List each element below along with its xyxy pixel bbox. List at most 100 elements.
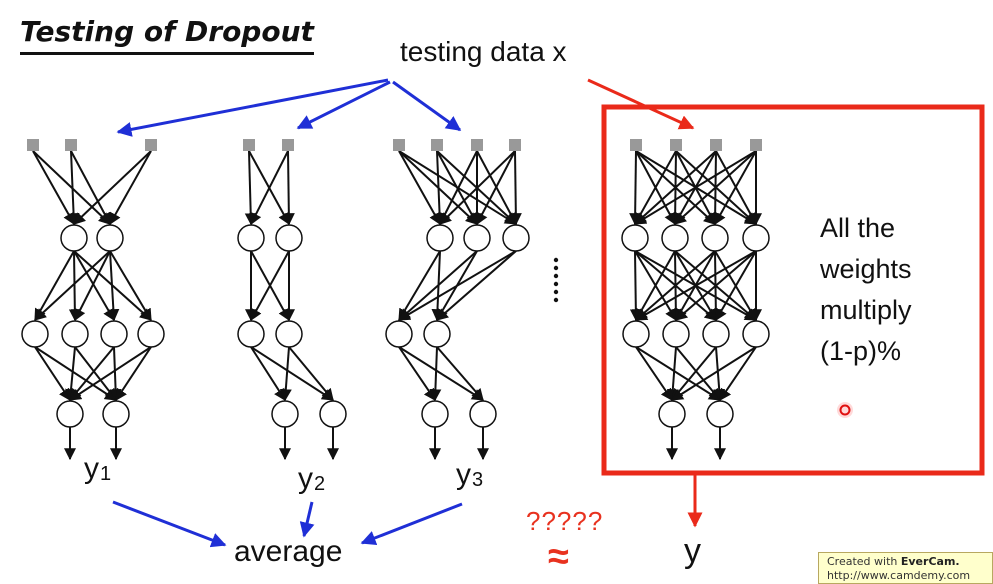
weight-edge <box>109 250 152 322</box>
weight-edge <box>115 346 152 402</box>
neuron <box>61 320 89 348</box>
ellipsis-dots <box>553 257 559 303</box>
weight-edge <box>109 150 152 226</box>
thinned-network-2 <box>237 139 347 461</box>
weight-edge <box>279 346 292 402</box>
weight-edge <box>635 346 722 401</box>
weight-edge <box>397 250 517 321</box>
thinned-network-1 <box>21 139 165 461</box>
data-to-net1-arrow <box>116 78 389 137</box>
weight-edge <box>107 250 120 322</box>
neuron <box>426 224 454 252</box>
weight-edge <box>34 250 75 322</box>
question-marks: ????? <box>526 506 604 536</box>
neuron <box>237 320 265 348</box>
neuron <box>271 400 299 428</box>
output-y2-label: y2 <box>298 462 326 495</box>
weight-edge <box>34 346 118 401</box>
neuron <box>21 320 49 348</box>
evercam-watermark: Created with EverCam. http://www.camdemy… <box>818 552 993 584</box>
weight-edge <box>633 150 757 225</box>
laser-pointer-dot <box>837 402 853 418</box>
weight-edge <box>34 250 111 321</box>
weight-edge <box>439 150 516 225</box>
weight-edge <box>109 346 122 402</box>
weight-edge <box>666 346 679 402</box>
weight-edge <box>398 346 485 401</box>
neuron <box>658 400 686 428</box>
weight-edge <box>634 250 757 321</box>
weight-edge <box>719 346 757 401</box>
neuron <box>137 320 165 348</box>
weight-edge <box>635 346 673 401</box>
weight-edge <box>282 150 295 226</box>
weight-edge <box>436 346 484 401</box>
input-unit <box>471 139 483 151</box>
input-unit <box>145 139 157 151</box>
neuron <box>237 224 265 252</box>
neuron <box>742 224 770 252</box>
weight-edge <box>34 346 71 402</box>
weight-edge <box>32 150 75 226</box>
weights-note-line: multiply <box>820 295 912 325</box>
y1-to-average-arrow <box>112 500 227 548</box>
weight-edge <box>398 250 441 322</box>
weight-edge <box>436 150 478 226</box>
neuron <box>319 400 347 428</box>
neuron <box>622 320 650 348</box>
final-output-label: y <box>684 532 701 570</box>
weight-edge <box>634 150 677 226</box>
weight-edge <box>250 346 335 401</box>
neuron <box>702 320 730 348</box>
thinned-network-3 <box>385 139 530 461</box>
input-unit <box>65 139 77 151</box>
neuron <box>275 224 303 252</box>
approx-symbol: ≈ <box>548 536 569 578</box>
output-y3-label: y3 <box>456 458 484 491</box>
weight-edge <box>244 150 257 226</box>
neuron <box>706 400 734 428</box>
data-to-net3-arrow <box>392 80 462 132</box>
neuron <box>102 400 130 428</box>
weight-edge <box>73 250 115 322</box>
weight-edge <box>675 346 721 401</box>
page-title: Testing of Dropout <box>20 14 314 55</box>
input-unit <box>431 139 443 151</box>
neuron <box>385 320 413 348</box>
weight-edge <box>68 346 152 401</box>
input-unit <box>710 139 722 151</box>
weights-note: All the weights multiply (1-p)% <box>820 208 970 372</box>
neuron <box>621 224 649 252</box>
input-unit <box>243 139 255 151</box>
data-to-net2-arrow <box>296 80 391 130</box>
y2-to-average-arrow <box>299 501 315 538</box>
output-y1-label: y1 <box>84 452 112 485</box>
weight-edge <box>73 150 152 225</box>
weight-edge <box>509 150 522 226</box>
weight-edge <box>675 250 757 321</box>
input-unit <box>750 139 762 151</box>
input-unit <box>509 139 521 151</box>
input-unit <box>670 139 682 151</box>
average-label: average <box>234 535 343 568</box>
weight-edge <box>398 250 478 321</box>
neuron <box>463 224 491 252</box>
weight-edge <box>250 250 290 322</box>
weight-edge <box>70 150 111 226</box>
weight-edge <box>713 346 726 402</box>
neuron <box>96 224 124 252</box>
weight-edge <box>67 150 80 226</box>
full-network-box <box>601 104 985 476</box>
weight-edge <box>288 346 334 401</box>
weight-edge <box>476 150 516 226</box>
weight-edge <box>634 150 717 225</box>
weight-edge <box>250 346 286 402</box>
weight-edge <box>715 250 757 322</box>
weight-edge <box>68 250 81 322</box>
neuron <box>423 320 451 348</box>
weights-note-line: weights <box>820 254 912 284</box>
neuron <box>275 320 303 348</box>
neuron <box>421 400 449 428</box>
weight-edge <box>74 250 111 322</box>
